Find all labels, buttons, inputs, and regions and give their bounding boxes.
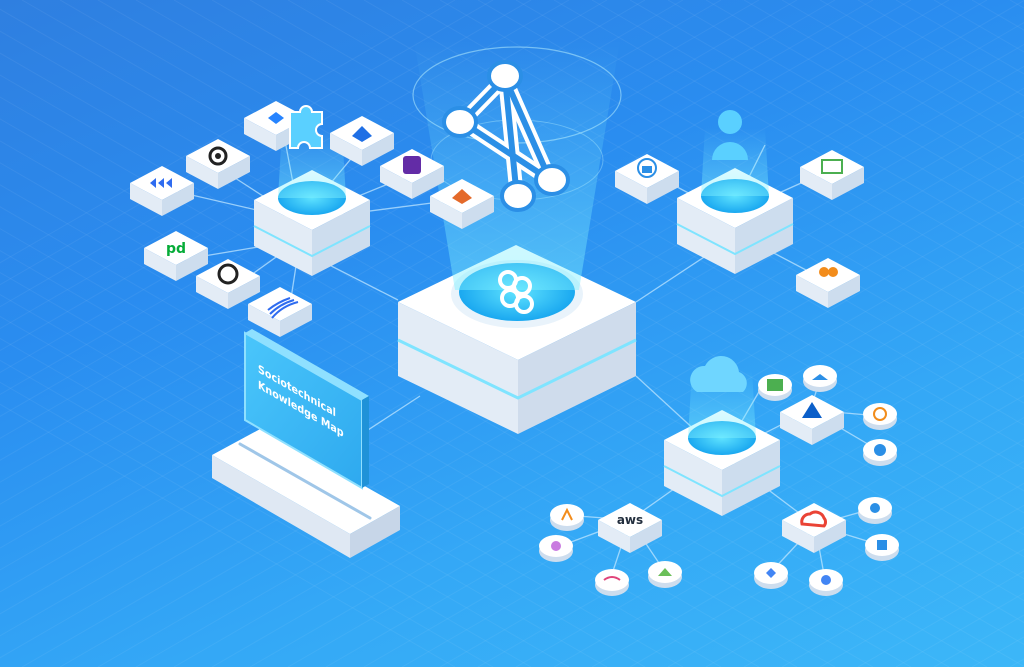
user-icon xyxy=(712,110,748,160)
gitlab-diamond-icon xyxy=(330,116,394,166)
cloud-function-icon xyxy=(858,497,892,524)
grid-icon xyxy=(758,374,792,401)
azure-icon xyxy=(780,395,844,445)
hub-dev-tools xyxy=(253,130,371,276)
puzzle-piece-icon xyxy=(289,105,323,149)
board-icon xyxy=(800,150,864,200)
aws-icon: aws xyxy=(598,503,662,553)
step-functions-icon xyxy=(595,569,629,596)
knowledge-map-display: Sociotechnical Knowledge Map xyxy=(212,329,400,558)
cloud-chip-icon xyxy=(865,534,899,561)
github-icon xyxy=(196,259,260,309)
lock-icon xyxy=(615,154,679,204)
hub-cloud xyxy=(663,370,781,516)
aws-logo-text: aws xyxy=(617,513,643,527)
lambda-icon xyxy=(550,504,584,531)
cloud-icon xyxy=(690,356,747,392)
gcp-hex-icon xyxy=(754,562,788,589)
kubernetes-icon xyxy=(863,403,897,430)
azure-devops-icon xyxy=(803,365,837,392)
sonar-icon xyxy=(248,287,312,337)
cloud-run-icon xyxy=(809,569,843,596)
api-gateway-icon xyxy=(539,535,573,562)
team-icon xyxy=(796,258,860,308)
link-chain-icon xyxy=(498,270,534,314)
google-cloud-icon xyxy=(782,503,846,553)
pagerduty-logo-text: pd xyxy=(166,241,186,257)
sagemaker-icon xyxy=(648,561,682,588)
graph-triangle-icon xyxy=(442,60,570,212)
datadog-icon xyxy=(380,149,444,199)
central-hub xyxy=(397,40,637,434)
linear-arrows-icon xyxy=(130,166,194,216)
pagerduty-icon: pd xyxy=(144,231,208,281)
codescene-icon xyxy=(430,179,494,229)
circleci-icon xyxy=(186,139,250,189)
hub-people xyxy=(676,128,794,274)
cosmos-icon xyxy=(863,439,897,466)
